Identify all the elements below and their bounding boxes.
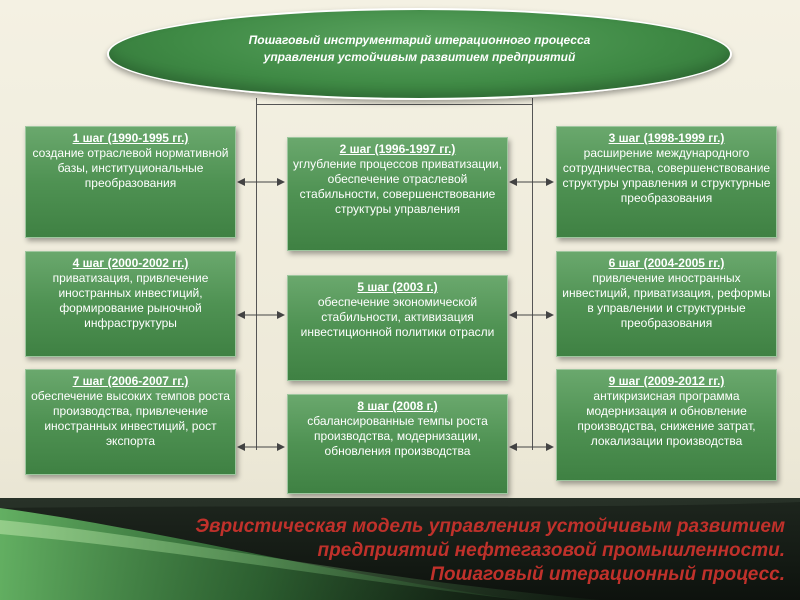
step-7-box: 7 шаг (2006-2007 гг.) обеспечение высоки…	[25, 369, 236, 475]
step-5-body: обеспечение экономической стабильности, …	[300, 295, 495, 339]
connector-top-horizontal	[256, 104, 533, 105]
step-7-body: обеспечение высоких темпов роста произво…	[31, 389, 230, 448]
connector-left-vertical	[256, 98, 257, 450]
step-1-title: 1 шаг (1990-1995 гг.)	[72, 131, 189, 145]
step-1-body: создание отраслевой нормативной базы, ин…	[32, 146, 229, 190]
step-7-title: 7 шаг (2006-2007 гг.)	[72, 374, 189, 388]
step-6-title: 6 шаг (2004-2005 гг.)	[608, 256, 725, 270]
title-line-2: управления устойчивым развитием предприя…	[263, 50, 576, 64]
decorative-swoosh	[0, 498, 800, 600]
footer-line-2: предприятий нефтегазовой промышленности.	[317, 540, 785, 561]
title-line-1: Пошаговый инструментарий итерационного п…	[248, 33, 591, 47]
step-8-title: 8 шаг (2008 г.)	[357, 399, 438, 413]
step-2-body: углубление процессов приватизации, обесп…	[293, 157, 502, 216]
step-9-title: 9 шаг (2009-2012 гг.)	[608, 374, 725, 388]
step-8-box: 8 шаг (2008 г.) сбалансированные темпы р…	[287, 394, 508, 494]
step-5-box: 5 шаг (2003 г.) обеспечение экономическо…	[287, 275, 508, 381]
step-2-box: 2 шаг (1996-1997 гг.) углубление процесс…	[287, 137, 508, 251]
step-2-title: 2 шаг (1996-1997 гг.)	[339, 142, 456, 156]
footer-caption: Эвристическая модель управления устойчив…	[100, 515, 785, 587]
step-9-box: 9 шаг (2009-2012 гг.) антикризисная прог…	[556, 369, 777, 481]
step-9-body: антикризисная программа модернизация и о…	[577, 389, 756, 448]
step-6-body: привлечение иностранных инвестиций, прив…	[562, 271, 771, 330]
step-6-box: 6 шаг (2004-2005 гг.) привлечение иностр…	[556, 251, 777, 357]
footer-line-3: Пошаговый итерационный процесс.	[430, 564, 785, 585]
step-4-title: 4 шаг (2000-2002 гг.)	[72, 256, 189, 270]
header-ellipse: Пошаговый инструментарий итерационного п…	[107, 8, 732, 100]
diagram-title: Пошаговый инструментарий итерационного п…	[210, 32, 630, 66]
step-3-box: 3 шаг (1998-1999 гг.) расширение междуна…	[556, 126, 777, 238]
step-4-body: приватизация, привлечение иностранных ин…	[52, 271, 209, 330]
connector-right-vertical	[532, 98, 533, 450]
step-8-body: сбалансированные темпы роста производств…	[307, 414, 488, 458]
step-1-box: 1 шаг (1990-1995 гг.) создание отраслево…	[25, 126, 236, 238]
footer-line-1: Эвристическая модель управления устойчив…	[195, 516, 785, 537]
step-4-box: 4 шаг (2000-2002 гг.) приватизация, прив…	[25, 251, 236, 357]
step-3-body: расширение международного сотрудничества…	[562, 146, 771, 205]
step-3-title: 3 шаг (1998-1999 гг.)	[608, 131, 725, 145]
step-5-title: 5 шаг (2003 г.)	[357, 280, 438, 294]
